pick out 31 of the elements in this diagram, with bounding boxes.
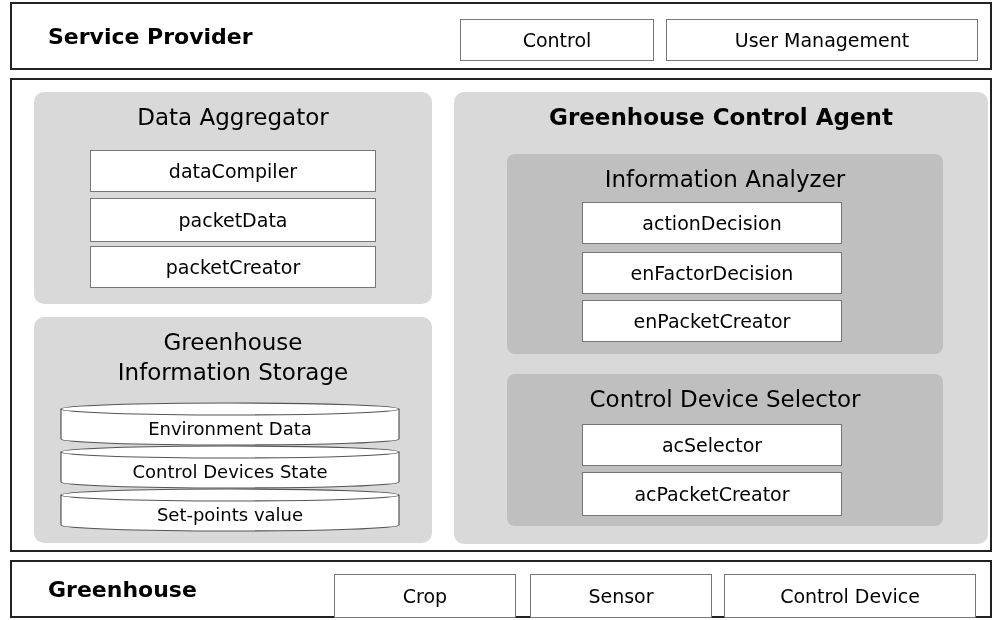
database-cylinder: Environment Data (60, 402, 400, 446)
module-panel (454, 92, 988, 544)
submodule-panel (507, 374, 943, 526)
module-panel (34, 317, 432, 543)
panel-title: Control Device Selector (588, 385, 862, 414)
panel-title: Information Analyzer (603, 165, 847, 194)
database-cylinder: Control Devices State (60, 445, 400, 489)
component-box: packetData (90, 198, 376, 242)
layer-frame (10, 78, 992, 552)
component-box: Crop (334, 574, 516, 618)
component-box: acSelector (582, 424, 842, 466)
component-box: enFactorDecision (582, 252, 842, 294)
component-box: Control Device (724, 574, 976, 618)
layer-title: Service Provider (48, 23, 253, 49)
database-cylinder: Set-points value (60, 488, 400, 532)
component-box: acPacketCreator (582, 472, 842, 516)
panel-title: Greenhouse Information Storage (116, 328, 350, 387)
component-box: Sensor (530, 574, 712, 618)
panel-title: Greenhouse Control Agent (548, 103, 894, 132)
component-box: Control (460, 19, 654, 61)
panel-title: Data Aggregator (136, 103, 330, 132)
module-panel (34, 92, 432, 304)
component-box: packetCreator (90, 246, 376, 288)
component-box: User Management (666, 19, 978, 61)
layer-title: Greenhouse (48, 576, 197, 602)
component-box: actionDecision (582, 202, 842, 244)
layer-band (10, 2, 992, 70)
component-box: dataCompiler (90, 150, 376, 192)
layer-band (10, 560, 992, 618)
undefined (507, 154, 943, 354)
component-box: enPacketCreator (582, 300, 842, 342)
